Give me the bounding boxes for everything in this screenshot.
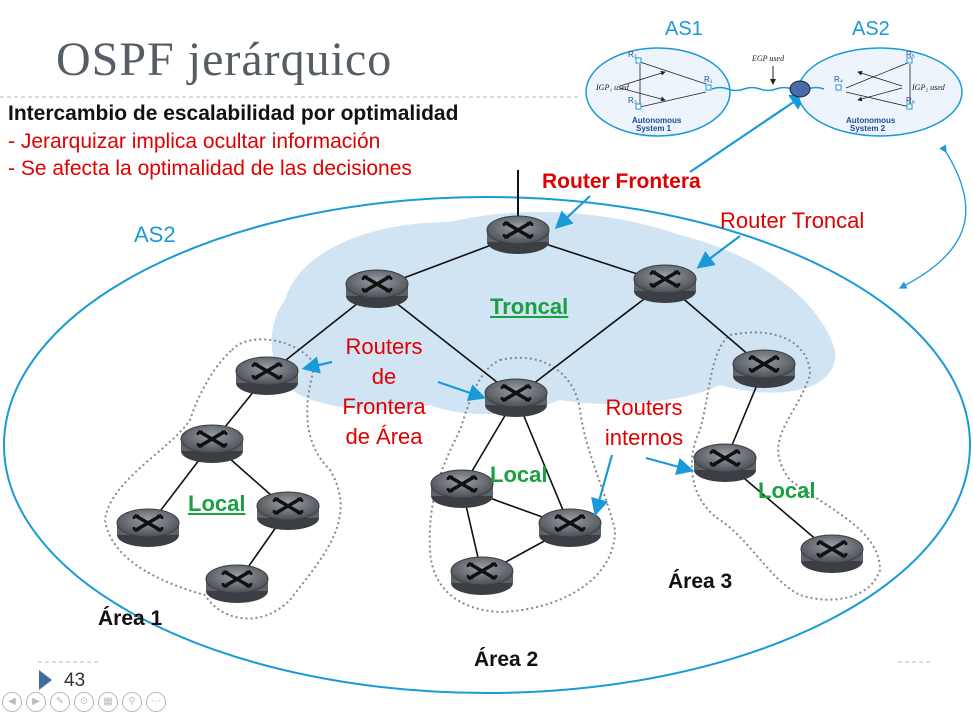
arrow-icon — [689, 92, 808, 173]
page-number: 43 — [64, 670, 86, 691]
router-troncal-label: Router Troncal — [720, 208, 865, 233]
area3-boundary — [690, 331, 882, 601]
more-options-icon[interactable]: ⋯ — [146, 692, 166, 712]
router-icon — [344, 268, 410, 310]
area1-label: Área 1 — [98, 607, 163, 630]
routers-frontera-area-line: de — [371, 364, 397, 389]
area3-label: Área 3 — [668, 570, 733, 593]
inset-r4-label: R₄ — [834, 75, 844, 84]
inset-as2-label: AS2 — [852, 18, 890, 40]
pointer-icon[interactable]: ⊙ — [74, 692, 94, 712]
link — [515, 396, 571, 528]
area1-boundary — [103, 338, 342, 620]
zoom-icon[interactable]: ⚲ — [122, 692, 142, 712]
previous-slide-icon[interactable]: ◀ — [2, 692, 22, 712]
routers-internos-line: Routers — [605, 395, 683, 420]
inset-as1-label: AS1 — [665, 18, 703, 40]
pen-icon[interactable]: ✎ — [50, 692, 70, 712]
routers-frontera-area-line: Routers — [345, 334, 423, 359]
inset-figure — [585, 47, 963, 137]
router-icon — [483, 377, 549, 419]
troncal-label: Troncal — [490, 294, 569, 319]
router-icon — [204, 563, 270, 605]
local-label-area2: Local — [490, 462, 548, 487]
inset-system2-line2: System 2 — [850, 124, 886, 133]
routers-frontera-area-label: Routers de Frontera de Área — [328, 332, 440, 452]
router-icon — [179, 423, 245, 465]
router-icon — [429, 468, 495, 510]
routers-frontera-area-line: Frontera — [342, 394, 426, 419]
router-icon — [692, 442, 758, 484]
routers-internos-line: internos — [604, 425, 684, 450]
play-triangle-icon — [39, 670, 52, 690]
router-icon — [537, 507, 603, 549]
inset-border-router — [789, 80, 811, 98]
area2-label: Área 2 — [474, 648, 539, 671]
router-icon — [234, 355, 300, 397]
inset-r1-label: R₁ — [704, 75, 713, 84]
arrow-icon — [554, 195, 591, 230]
inset-r5-label: R₅ — [906, 50, 915, 59]
area2-boundary — [428, 356, 617, 614]
arrow-icon — [645, 456, 695, 476]
arrow-icon — [898, 144, 967, 289]
inset-egp-label: EGP used — [752, 54, 785, 63]
inset-system1-line2: System 1 — [636, 124, 672, 133]
router-icon — [449, 555, 515, 597]
inset-igp1-label: IGP₁ used — [596, 83, 629, 92]
router-icon — [115, 507, 181, 549]
pointer-arrows — [301, 92, 967, 517]
local-label-area3: Local — [758, 478, 816, 503]
router-frontera-label: Router Frontera — [542, 170, 701, 193]
router-icon — [485, 214, 551, 256]
inset-igp2-label: IGP₂ used — [912, 83, 945, 92]
router-icon — [255, 490, 321, 532]
router-icon — [632, 263, 698, 305]
as2-label: AS2 — [134, 222, 176, 247]
next-slide-icon[interactable]: ▶ — [26, 692, 46, 712]
inset-system1-line1: Autonomous — [632, 116, 682, 125]
routers-internos-label: Routers internos — [590, 393, 698, 453]
link — [515, 282, 666, 398]
grid-icon[interactable]: ▦ — [98, 692, 118, 712]
inset-r6-label: R₆ — [906, 96, 916, 105]
bullet-2: - Se afecta la optimalidad de las decisi… — [8, 157, 412, 180]
slide-subtitle: Intercambio de escalabilidad por optimal… — [8, 102, 459, 125]
router-icon — [799, 533, 865, 575]
routers-frontera-area-line: de Área — [345, 424, 423, 449]
inset-r2-label: R₂ — [628, 50, 637, 59]
arrow-icon — [301, 356, 333, 374]
inset-as1-ellipse — [585, 47, 731, 137]
link — [376, 287, 517, 398]
arrow-icon — [696, 235, 741, 269]
arrow-icon — [591, 454, 614, 517]
slide-title: OSPF jerárquico — [56, 33, 393, 86]
local-label-area1: Local — [188, 491, 246, 516]
router-icon — [731, 348, 797, 390]
arrow-icon — [437, 380, 487, 402]
inset-r3-label: R₃ — [628, 96, 638, 105]
backbone-cloud — [271, 212, 836, 415]
bullet-1: - Jerarquizar implica ocultar informació… — [8, 130, 381, 153]
inset-system2-line1: Autonomous — [846, 116, 896, 125]
as2-boundary — [3, 196, 971, 694]
